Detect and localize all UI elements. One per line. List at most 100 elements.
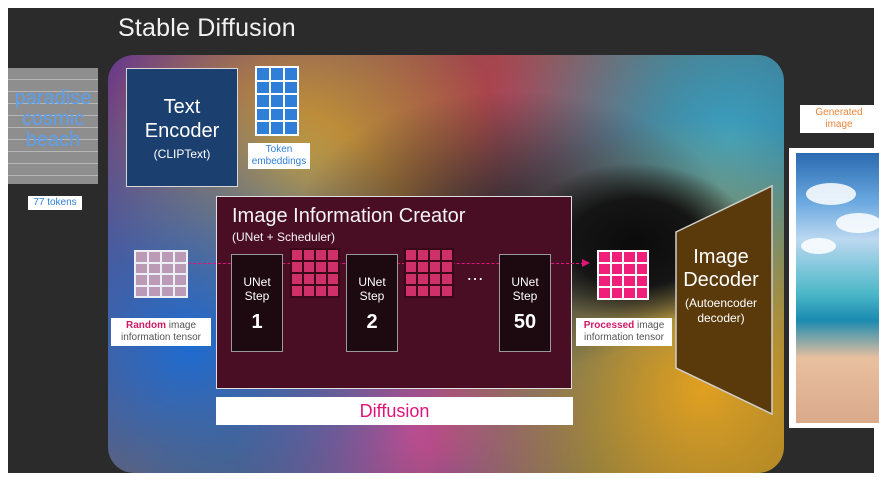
- page-title: Stable Diffusion: [118, 14, 296, 42]
- token-embedding-cell: [285, 68, 297, 80]
- token-embeddings-label-line-1: Token: [265, 144, 293, 155]
- random-tensor-cell: [175, 263, 186, 273]
- steps-ellipsis: …: [466, 264, 485, 284]
- unet-step-1: UNet Step 1: [231, 254, 283, 352]
- unet-step-1-label: UNet Step: [243, 275, 271, 303]
- intermediate-tensor-cell: [316, 250, 326, 260]
- image-decoder-label: Image Decoder (Autoencoder decoder): [676, 246, 766, 326]
- prompt-line-3: beach: [25, 129, 81, 151]
- tokens-label: 77 tokens: [28, 196, 82, 210]
- token-embedding-cell: [271, 122, 283, 134]
- random-tensor-cell: [136, 263, 147, 273]
- random-tensor-label-bold: Random: [125, 320, 166, 331]
- diffusion-label: Diffusion: [216, 397, 573, 425]
- prompt-lines: [8, 68, 98, 184]
- token-embeddings-label-line-2: embeddings: [251, 156, 307, 167]
- token-embeddings-grid: [255, 66, 299, 136]
- processed-tensor-cell: [611, 288, 622, 298]
- intermediate-tensor-cell: [442, 262, 452, 272]
- text-encoder-box: Text Encoder (CLIPText): [126, 68, 238, 187]
- intermediate-tensor-cell: [292, 286, 302, 296]
- processed-tensor-label: Processed image information tensor: [576, 318, 672, 346]
- image-information-creator-subtitle: (UNet + Scheduler): [232, 230, 336, 244]
- random-tensor-cell: [162, 275, 173, 285]
- intermediate-tensor-cell: [442, 274, 452, 284]
- random-tensor-cell: [149, 275, 160, 285]
- processed-tensor-cell: [624, 276, 635, 286]
- random-tensor-cell: [149, 252, 160, 262]
- processed-tensor-cell: [636, 288, 647, 298]
- image-decoder-subtitle: (Autoencoder decoder): [684, 296, 758, 325]
- intermediate-tensor-cell: [442, 286, 452, 296]
- random-tensor-cell: [162, 252, 173, 262]
- random-tensor-cell: [175, 286, 186, 296]
- intermediate-tensor-cell: [304, 286, 314, 296]
- intermediate-tensor-cell: [316, 274, 326, 284]
- token-embedding-cell: [271, 95, 283, 107]
- prompt-box: paradise cosmic beach: [8, 68, 98, 184]
- random-tensor-grid: [134, 250, 188, 298]
- intermediate-tensor-grid-2: [404, 248, 454, 298]
- prompt-line-2: cosmic: [21, 108, 85, 130]
- random-tensor-label-line-2: information tensor: [120, 332, 202, 343]
- unet-step-50-number: 50: [513, 311, 537, 333]
- intermediate-tensor-cell: [406, 262, 416, 272]
- processed-tensor-cell: [636, 276, 647, 286]
- text-encoder-title: Text Encoder: [144, 96, 220, 142]
- processed-tensor-cell: [611, 252, 622, 262]
- intermediate-tensor-cell: [316, 286, 326, 296]
- prompt-text: paradise cosmic beach: [8, 88, 98, 151]
- random-tensor-cell: [175, 275, 186, 285]
- generated-image-label-line-2: image: [825, 119, 853, 130]
- processed-tensor-cell: [611, 264, 622, 274]
- unet-step-2: UNet Step 2: [346, 254, 398, 352]
- intermediate-tensor-cell: [430, 250, 440, 260]
- token-embedding-cell: [285, 95, 297, 107]
- token-embedding-cell: [257, 122, 269, 134]
- processed-tensor-label-bold: Processed: [583, 320, 635, 331]
- random-tensor-label-line-1: Random image: [111, 320, 211, 332]
- generated-beach-image: [796, 153, 879, 423]
- token-embedding-cell: [257, 81, 269, 94]
- image-decoder-shape: [675, 184, 773, 416]
- token-embedding-cell: [285, 122, 297, 134]
- random-tensor-cell: [136, 252, 147, 262]
- text-encoder-subtitle: (CLIPText): [153, 147, 211, 161]
- token-embedding-cell: [257, 68, 269, 80]
- image-decoder-title: Image Decoder: [683, 246, 759, 291]
- unet-step-2-label: UNet Step: [358, 275, 386, 303]
- random-tensor-cell: [149, 263, 160, 273]
- processed-tensor-label-line-2: information tensor: [583, 332, 665, 343]
- intermediate-tensor-cell: [430, 262, 440, 272]
- intermediate-tensor-cell: [442, 250, 452, 260]
- token-embedding-cell: [271, 81, 283, 94]
- random-tensor-cell: [136, 286, 147, 296]
- token-embedding-cell: [271, 108, 283, 121]
- processed-tensor-label-line-1: Processed image: [576, 320, 672, 332]
- generated-image-label-line-1: Generated: [815, 107, 863, 118]
- random-tensor-label: Random image information tensor: [111, 318, 211, 346]
- token-embeddings-label: Token embeddings: [248, 143, 310, 169]
- intermediate-tensor-cell: [292, 250, 302, 260]
- generated-image-label: Generated image: [800, 105, 878, 133]
- prompt-line-1: paradise: [14, 87, 92, 109]
- random-tensor-cell: [149, 286, 160, 296]
- random-tensor-label-rest: image: [165, 320, 196, 331]
- processed-tensor-cell: [599, 252, 610, 262]
- intermediate-tensor-cell: [304, 262, 314, 272]
- intermediate-tensor-cell: [430, 274, 440, 284]
- intermediate-tensor-cell: [328, 286, 338, 296]
- processed-tensor-cell: [611, 276, 622, 286]
- intermediate-tensor-cell: [418, 274, 428, 284]
- processed-tensor-cell: [636, 264, 647, 274]
- processed-tensor-grid: [597, 250, 649, 300]
- token-embedding-cell: [285, 108, 297, 121]
- intermediate-tensor-cell: [304, 250, 314, 260]
- intermediate-tensor-grid-1: [290, 248, 340, 298]
- token-embedding-cell: [257, 95, 269, 107]
- intermediate-tensor-cell: [304, 274, 314, 284]
- intermediate-tensor-cell: [418, 250, 428, 260]
- processed-tensor-cell: [599, 264, 610, 274]
- token-embedding-cell: [257, 108, 269, 121]
